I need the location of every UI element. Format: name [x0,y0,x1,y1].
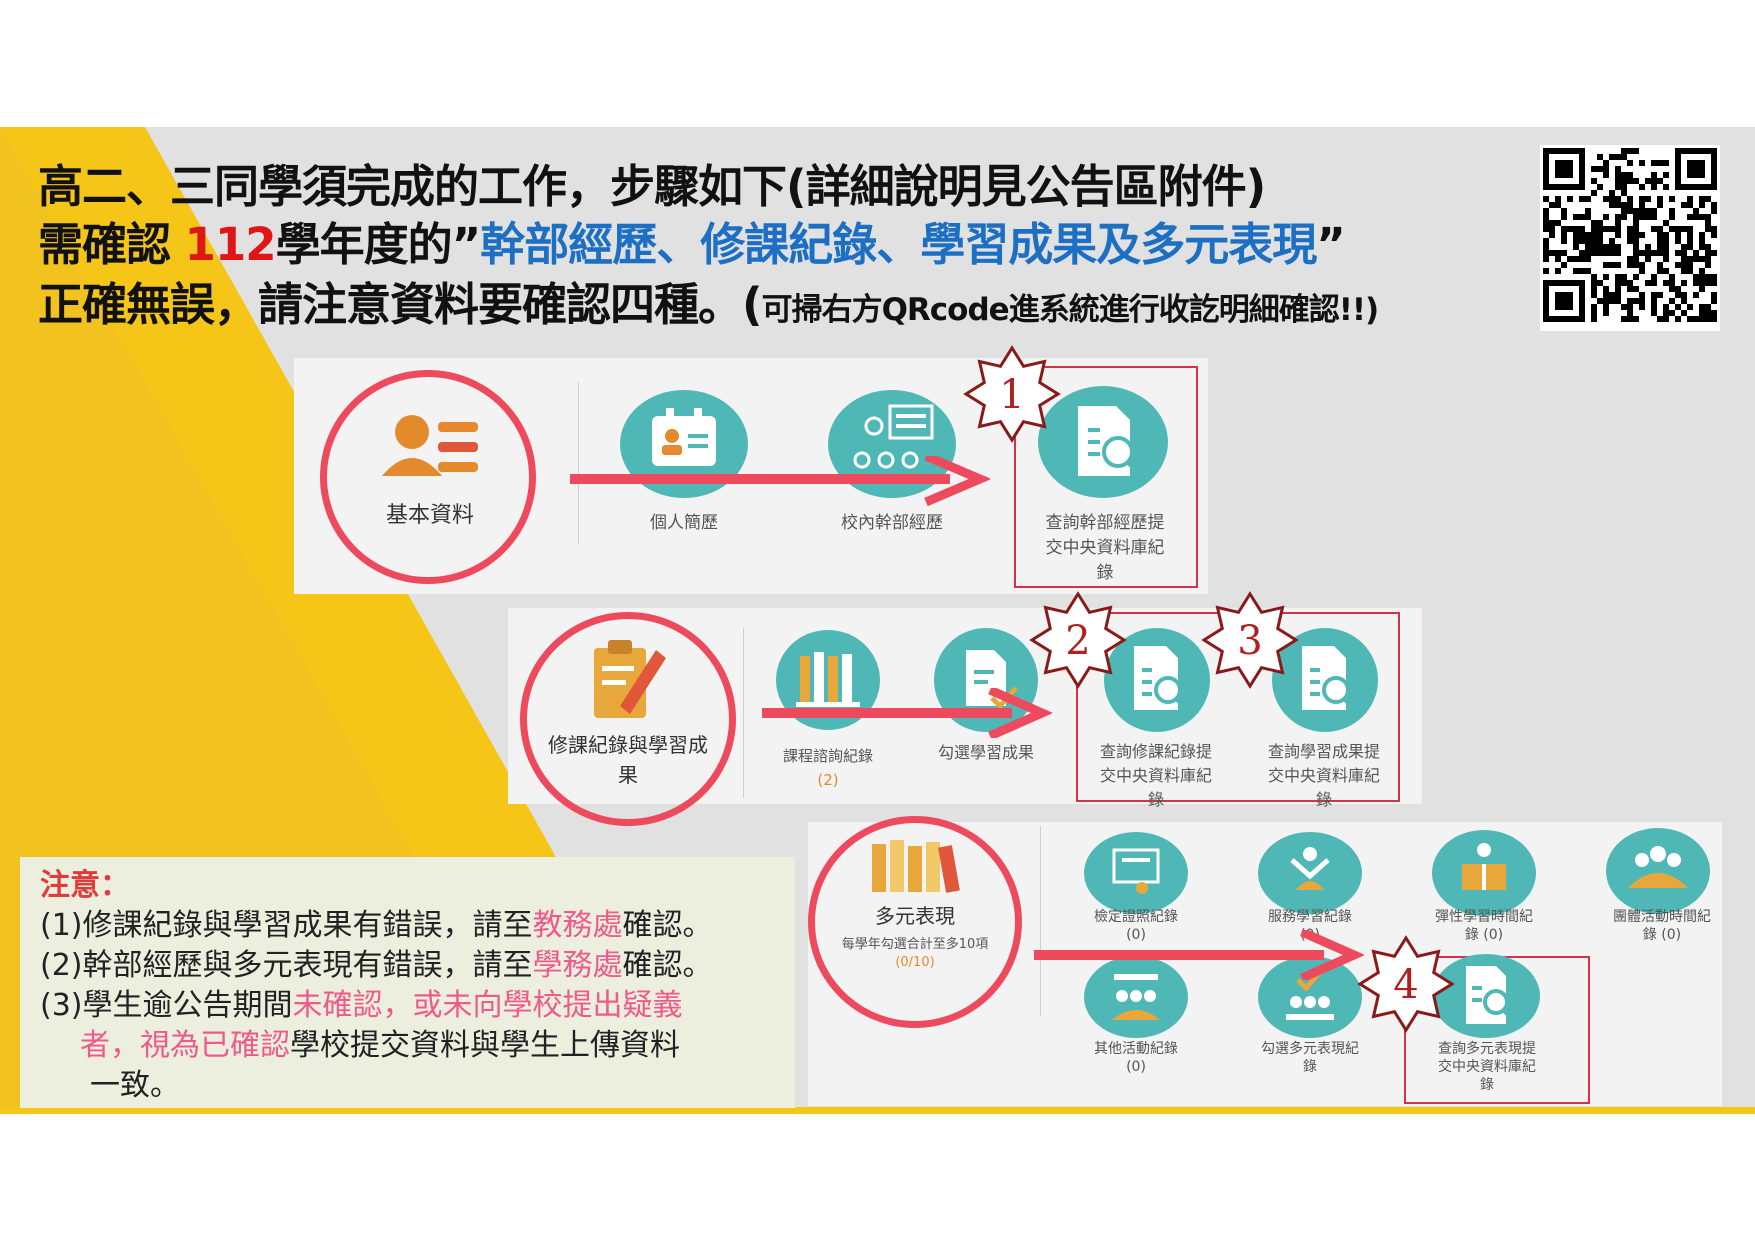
query-diverse-icon[interactable] [1432,954,1540,1038]
step-4-badge: 4 [1357,935,1455,1033]
bottom-bar [0,1107,1755,1114]
cadre-experience-label[interactable]: 校內幹部經歷 [841,513,943,533]
group-activity-label[interactable]: 團體活動時間紀錄 (0) [1613,909,1711,943]
diverse-performance-sub: 每學年勾選合計至多10項(0/10) [841,937,989,970]
svg-text:1: 1 [999,372,1024,418]
query-course-icon[interactable] [1104,628,1210,732]
other-activity-label[interactable]: 其他活動紀錄(0) [1094,1041,1178,1075]
diverse-performance-circle [808,816,1022,1028]
books-icon [872,840,960,893]
certificate-label[interactable]: 檢定證照紀錄(0) [1094,909,1178,943]
note-line-3: (3)學生逾公告期間未確認，或未向學校提出疑義 [40,988,683,1023]
arrow-1 [570,456,990,506]
note-line-5: 一致。 [90,1068,180,1103]
arrow-2 [762,688,1052,738]
note-heading: 注意： [40,868,130,903]
note-box [20,857,795,1108]
step-3-badge: 3 [1201,591,1299,689]
step-1-box [1014,366,1198,588]
title-line-2: 需確認 112學年度的”幹部經歷、修課紀錄、學習成果及多元表現” [38,218,1346,271]
title-line-3: 正確無誤，請注意資料要確認四種。(可掃右方QRcode進系統進行收訖明細確認!!… [38,278,1380,331]
other-activity-icon[interactable] [1084,956,1188,1038]
select-diverse-label[interactable]: 勾選多元表現紀錄 [1261,1041,1359,1075]
flexible-learning-icon[interactable] [1432,830,1536,916]
note-line-1: (1)修課紀錄與學習成果有錯誤，請至教務處確認。 [40,908,713,943]
clipboard-pencil-icon [594,640,666,718]
note-line-4: 者，視為已確認學校提交資料與學生上傳資料 [80,1028,680,1063]
diverse-performance-label[interactable]: 多元表現 [875,904,955,928]
svg-text:4: 4 [1393,962,1418,1008]
query-course-label[interactable]: 查詢修課紀錄提交中央資料庫紀錄 [1099,742,1212,809]
qr-code-icon[interactable] [1540,145,1720,331]
query-cadre-icon[interactable] [1038,386,1168,498]
query-results-label[interactable]: 查詢學習成果提交中央資料庫紀錄 [1267,742,1380,809]
step-2-badge: 2 [1029,591,1127,689]
query-cadre-label[interactable]: 查詢幹部經歷提交中央資料庫紀錄 [1045,513,1165,583]
course-consult-label[interactable]: 課程諮詢紀錄(2) [782,747,873,789]
svg-text:2: 2 [1065,618,1090,664]
note-line-2: (2)幹部經歷與多元表現有錯誤，請至學務處確認。 [40,948,713,983]
course-records-label[interactable]: 修課紀錄與學習成果 [548,733,708,787]
basic-info-label[interactable]: 基本資料 [385,503,474,528]
query-diverse-label[interactable]: 查詢多元表現提交中央資料庫紀錄 [1438,1041,1536,1093]
year-highlight: 112 [184,218,277,271]
course-records-circle [520,612,736,826]
items-highlight: 幹部經歷、修課紀錄、學習成果及多元表現 [480,218,1317,271]
resume-label[interactable]: 個人簡歷 [650,513,718,533]
flexible-learning-label[interactable]: 彈性學習時間紀錄 (0) [1435,909,1533,943]
group-activity-icon[interactable] [1606,828,1710,914]
title-line-1: 高二、三同學須完成的工作，步驟如下(詳細說明見公告區附件) [38,160,1266,213]
service-learning-icon[interactable] [1258,832,1362,914]
basic-info-circle [320,370,536,584]
certificate-icon[interactable] [1084,832,1188,914]
step-1-badge: 1 [963,345,1061,443]
svg-text:3: 3 [1237,618,1262,664]
arrow-3 [1034,930,1364,980]
select-results-label[interactable]: 勾選學習成果 [937,743,1034,762]
person-list-icon [382,415,478,476]
qr-hint: 可掃右方QRcode進系統進行收訖明細確認!!) [761,292,1380,328]
